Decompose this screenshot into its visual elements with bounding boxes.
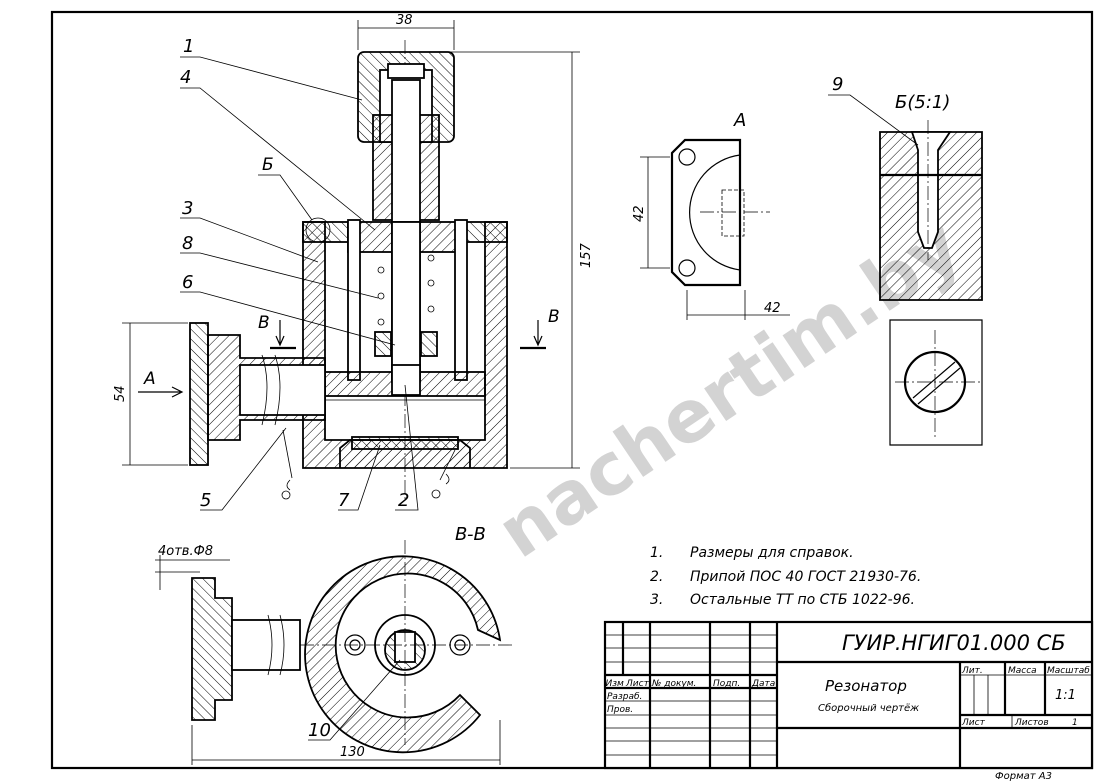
leader-2: 2: [398, 490, 409, 511]
dim-flange-vert: 42: [632, 205, 647, 222]
drawing-frame: [50, 10, 1094, 770]
note-2-text: Припой ПОС 40 ГОСТ 21930-76.: [690, 569, 921, 585]
designation: ГУИР.НГИГ01.000 СБ: [842, 631, 1066, 655]
dim-width-section: 130: [340, 745, 365, 760]
leader-4: 4: [180, 67, 191, 88]
col-doc-number: № докум.: [651, 679, 696, 689]
leader-9: 9: [832, 74, 843, 95]
lit-label: Лит.: [961, 666, 983, 676]
scale-value: 1:1: [1055, 688, 1076, 703]
section-bb-title: B-B: [455, 524, 486, 545]
sheets-count: 1: [1072, 718, 1078, 728]
col-izm: Изм: [606, 679, 625, 689]
note-1-text: Размеры для справок.: [690, 545, 854, 561]
dim-port-height: 54: [113, 385, 128, 402]
col-signature: Подп.: [713, 679, 740, 689]
main-section-view: B B A Б 38 157 54 1 4 3 8 6 5 7 2: [113, 13, 594, 511]
detail-b-view: Б(5:1) 9: [828, 74, 983, 446]
dim-height: 157: [579, 242, 594, 268]
dim-knob-width: 38: [396, 13, 413, 28]
col-list: Лист: [625, 679, 650, 689]
product-name: Резонатор: [825, 677, 907, 695]
leader-3: 3: [182, 198, 193, 219]
note-3-text: Остальные ТТ по СТБ 1022-96.: [690, 592, 915, 608]
sheets-label: Листов: [1014, 718, 1049, 728]
leader-8: 8: [182, 233, 193, 254]
leader-1: 1: [183, 36, 194, 57]
technical-notes: 1. Размеры для справок. 2. Припой ПОС 40…: [650, 545, 921, 608]
detail-b-mark: Б: [262, 155, 274, 175]
row-developer: Разраб.: [607, 692, 642, 702]
row-checked: Пров.: [607, 705, 633, 715]
dim-flange-horiz: 42: [764, 301, 781, 316]
section-mark-b-left: B: [258, 313, 270, 333]
paper-format: Формат А3: [995, 771, 1052, 782]
detail-b-title: Б(5:1): [895, 92, 950, 113]
scale-label: Масштаб: [1047, 666, 1090, 676]
document-type: Сборочный чертёж: [818, 702, 919, 714]
note-1-num: 1.: [650, 545, 663, 561]
leader-6: 6: [182, 272, 193, 293]
sheet-label: Лист: [961, 718, 986, 728]
section-mark-b-right: B: [548, 307, 560, 327]
leader-10: 10: [308, 720, 331, 741]
view-arrow-a-label: A: [143, 369, 156, 389]
leader-5: 5: [200, 490, 211, 511]
section-bb-view: B-B 4отв.Ф8 130 10: [155, 524, 512, 765]
leader-7: 7: [338, 490, 350, 511]
note-3-num: 3.: [650, 592, 663, 608]
title-block: ГУИР.НГИГ01.000 СБ Резонатор Сборочный ч…: [603, 620, 1094, 770]
view-a: A 42 42: [632, 110, 790, 320]
view-a-title: A: [733, 110, 746, 131]
mass-label: Масса: [1008, 666, 1037, 676]
col-date: Дата: [751, 679, 775, 689]
dim-holes: 4отв.Ф8: [158, 544, 213, 559]
note-2-num: 2.: [650, 569, 663, 585]
